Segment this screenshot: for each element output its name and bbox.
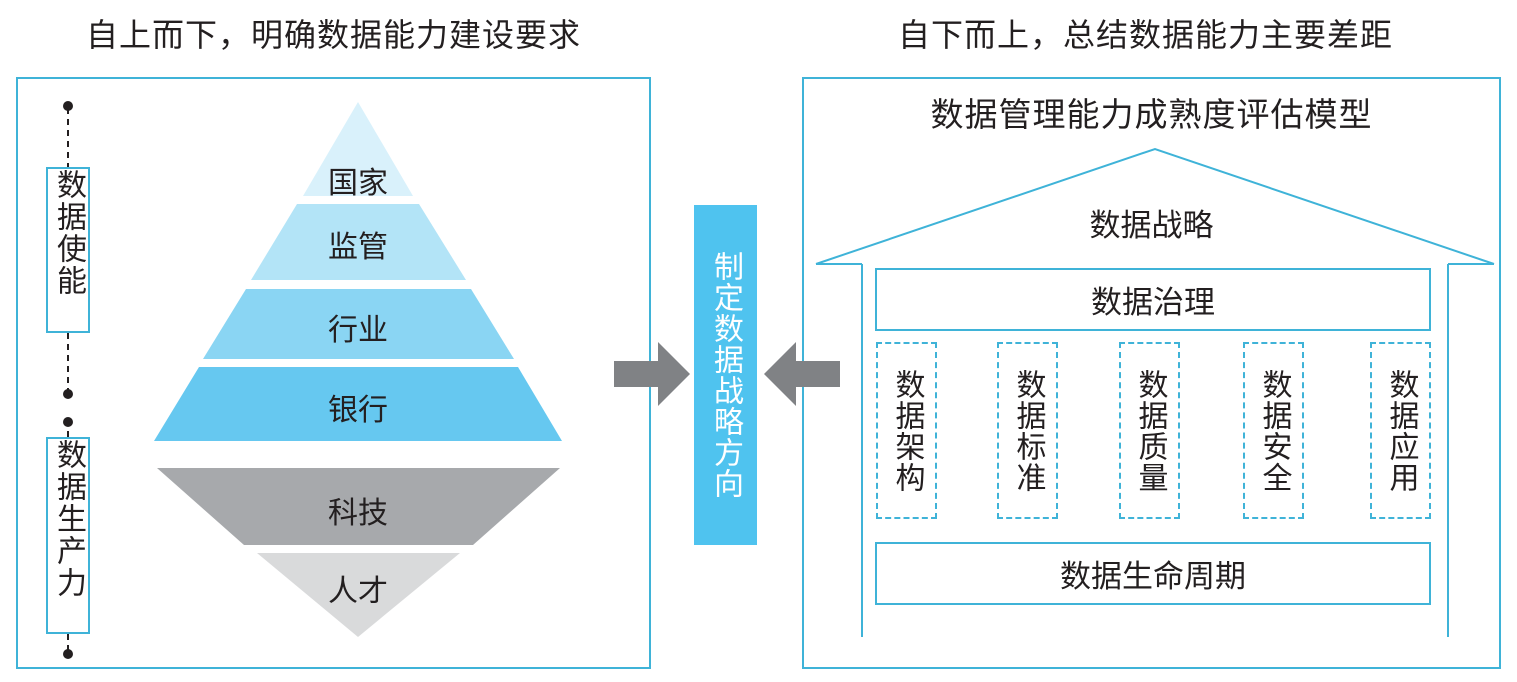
data-governance-text: 数据治理 — [1091, 285, 1215, 321]
timeline-dot — [63, 101, 73, 111]
data-enablement-text: 数据使能 — [51, 169, 86, 297]
tier-national-label: 国家 — [328, 166, 388, 201]
tier-bank-shape — [154, 367, 562, 441]
tier-industry-shape — [203, 289, 514, 359]
pillar-label: 数据应用 — [1383, 368, 1419, 493]
timeline-dot — [63, 649, 73, 659]
house-roof — [815, 147, 1495, 265]
data-strategy-direction-text: 制定数据战略方向 — [708, 251, 743, 499]
pillar-label: 数据质量 — [1132, 368, 1168, 493]
tier-technology-label: 科技 — [328, 496, 388, 531]
top-down-heading: 自上而下，明确数据能力建设要求 — [86, 16, 582, 54]
tier-bank-label: 银行 — [328, 393, 388, 428]
tier-talent-shape — [257, 553, 460, 637]
tier-regulatory-label: 监管 — [328, 230, 388, 265]
data-strategy-direction-bar: 制定数据战略方向 — [694, 205, 757, 545]
pillar-label: 数据架构 — [889, 368, 925, 493]
data-lifecycle-text: 数据生命周期 — [1060, 559, 1246, 595]
data-strategy-roof-label: 数据战略 — [1089, 208, 1214, 244]
timeline-dot — [63, 389, 73, 399]
data-governance-box: 数据治理 — [875, 268, 1431, 331]
tier-talent-label: 人才 — [328, 574, 388, 609]
maturity-model-title: 数据管理能力成熟度评估模型 — [930, 95, 1373, 134]
timeline-dot — [63, 417, 73, 427]
pillar-label: 数据标准 — [1010, 368, 1046, 493]
data-lifecycle-box: 数据生命周期 — [875, 542, 1431, 605]
tier-regulatory-shape — [251, 204, 466, 280]
data-productivity-text: 数据生产力 — [51, 439, 86, 599]
pillar-data-architecture: 数据架构 — [876, 342, 937, 519]
pillar-data-security: 数据安全 — [1243, 342, 1304, 519]
pillar-data-quality: 数据质量 — [1119, 342, 1180, 519]
left-arrow-icon — [764, 342, 840, 406]
pillar-data-standards: 数据标准 — [997, 342, 1058, 519]
tier-national-shape — [303, 102, 413, 196]
bottom-up-heading: 自下而上，总结数据能力主要差距 — [898, 16, 1394, 54]
data-productivity-label: 数据生产力 — [46, 437, 90, 634]
pillar-data-application: 数据应用 — [1370, 342, 1431, 519]
tier-industry-label: 行业 — [328, 313, 388, 348]
data-enablement-label: 数据使能 — [46, 167, 90, 333]
right-arrow-icon — [614, 342, 690, 406]
pillar-label: 数据安全 — [1256, 368, 1292, 493]
tier-technology-shape — [157, 468, 560, 545]
